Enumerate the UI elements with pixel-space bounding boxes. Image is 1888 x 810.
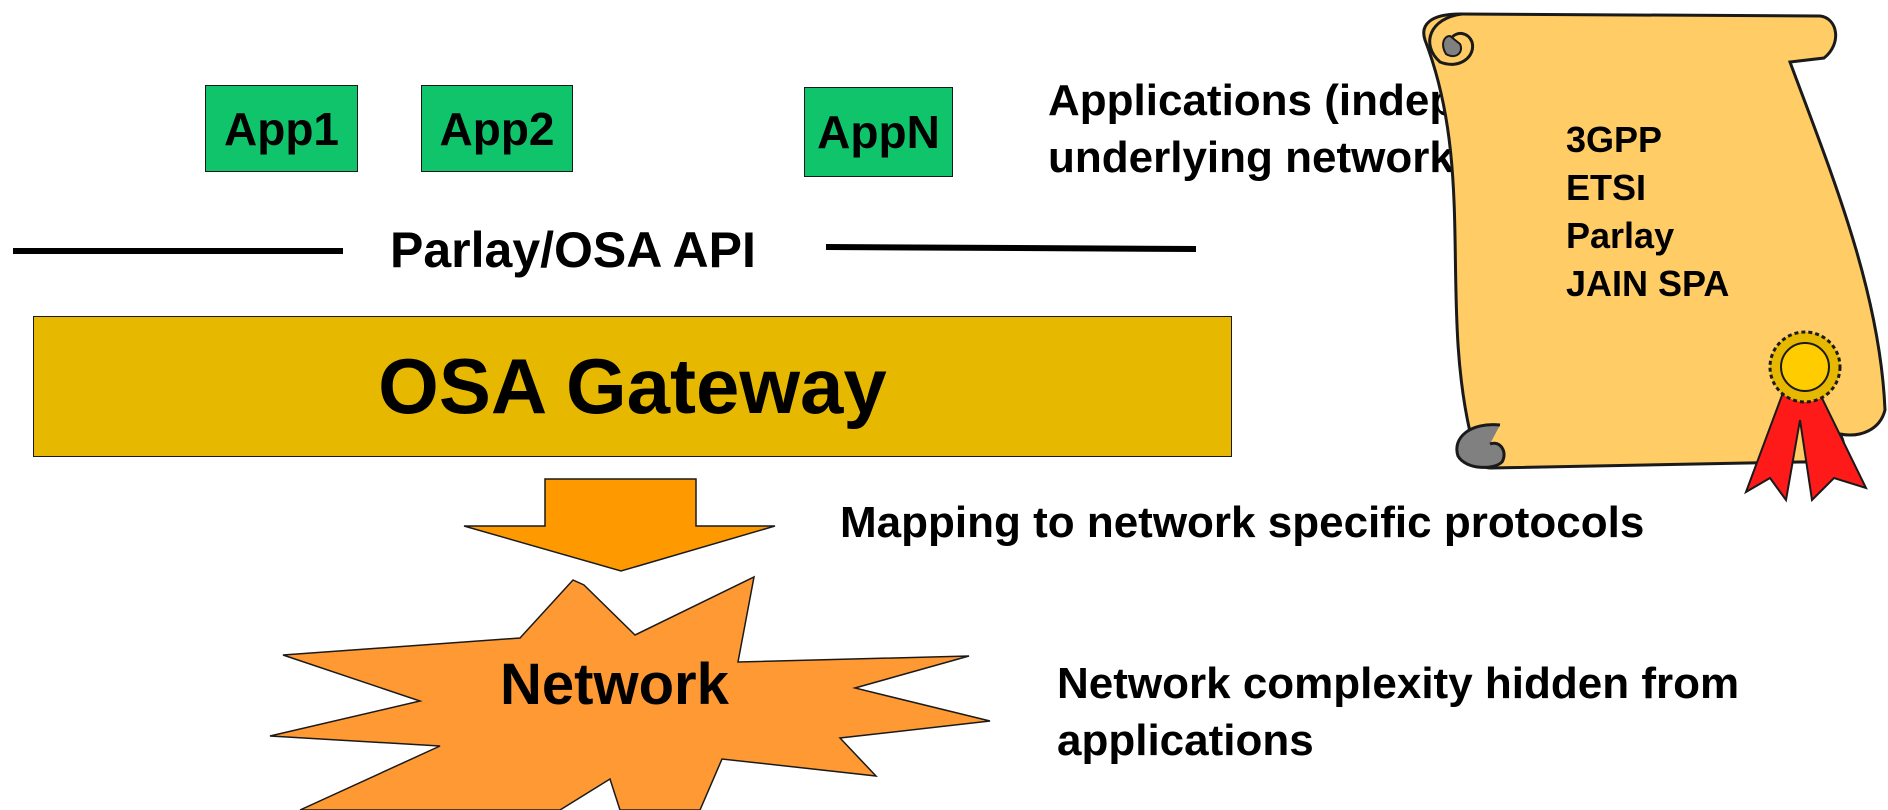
complexity-text: Network complexity hidden from applicati…	[1057, 655, 1739, 769]
scroll-bottom-curl	[1455, 423, 1506, 469]
network-label: Network	[500, 652, 729, 717]
appn-box: AppN	[804, 87, 953, 177]
app2-box: App2	[421, 85, 573, 172]
standard-item-jain-spa: JAIN SPA	[1566, 263, 1730, 304]
applications-text-line2: underlying network)	[1048, 133, 1469, 182]
network-starburst	[269, 575, 991, 810]
seal-inner	[1780, 342, 1830, 392]
standard-item-etsi: ETSI	[1566, 167, 1647, 208]
api-line-left	[13, 248, 343, 254]
scroll-graphic	[1422, 12, 1887, 503]
osa-gateway: OSA Gateway	[33, 316, 1232, 457]
standards-list: 3GPP ETSI Parlay JAIN SPA	[1566, 116, 1729, 308]
scroll-body	[1422, 12, 1887, 470]
scroll-top-curl-inner	[1442, 34, 1462, 58]
standard-item-3gpp: 3GPP	[1566, 119, 1663, 160]
down-arrow	[463, 478, 776, 572]
complexity-text-line2: applications	[1057, 716, 1314, 765]
complexity-text-line1: Network complexity hidden from	[1057, 659, 1740, 708]
api-label: Parlay/OSA API	[390, 222, 756, 278]
seal-ribbon	[1744, 389, 1868, 503]
standard-item-parlay: Parlay	[1566, 215, 1675, 256]
mapping-text: Mapping to network specific protocols	[840, 498, 1645, 547]
app1-box: App1	[205, 85, 358, 172]
